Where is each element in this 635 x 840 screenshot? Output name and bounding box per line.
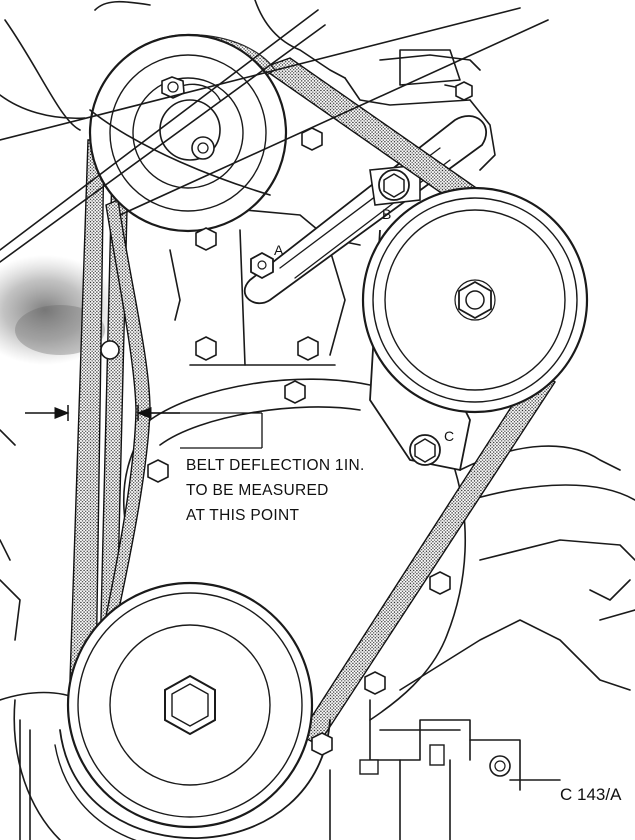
adjust-bolt-a — [250, 251, 274, 280]
engine-bolt — [195, 336, 217, 361]
dynamo-pulley — [361, 186, 589, 414]
adjust-bolt-b — [378, 169, 410, 201]
deflection-dimension — [25, 405, 263, 449]
engine-bolt — [284, 380, 306, 404]
deflection-annotation: BELT DEFLECTION 1IN. TO BE MEASURED AT T… — [186, 457, 365, 524]
engine-bolt — [455, 81, 473, 101]
engine-bolt — [359, 759, 379, 775]
engine-bolt — [301, 127, 323, 151]
annotation-line-1: BELT DEFLECTION 1IN. — [186, 457, 365, 474]
engine-bolt — [429, 744, 445, 766]
engine-bolt — [429, 571, 451, 595]
fan-pulley — [88, 33, 288, 233]
drive-belt-main — [69, 139, 556, 746]
adjust-bolt-c — [409, 434, 441, 466]
engine-bolt — [100, 340, 120, 360]
point-label-b: B — [382, 206, 391, 222]
dynamo-nut — [454, 279, 496, 321]
crankshaft-pulley — [54, 581, 331, 840]
engine-bolt — [195, 227, 217, 251]
fan-hub-bolt — [191, 136, 215, 160]
engine-bolt — [147, 459, 169, 483]
crankshaft-nut — [164, 674, 216, 736]
figure-reference: C 143/A — [560, 785, 622, 804]
engine-bolt — [364, 671, 386, 695]
annotation-line-2: TO BE MEASURED — [186, 482, 329, 499]
engine-bolt — [297, 336, 319, 361]
point-label-a: A — [274, 242, 284, 258]
point-label-c: C — [444, 428, 454, 444]
engine-bolt — [311, 732, 333, 756]
fan-hub-bolt — [161, 76, 185, 99]
annotation-line-3: AT THIS POINT — [186, 507, 300, 524]
fan-blade-edges — [0, 7, 549, 263]
engine-bolt — [489, 755, 511, 777]
